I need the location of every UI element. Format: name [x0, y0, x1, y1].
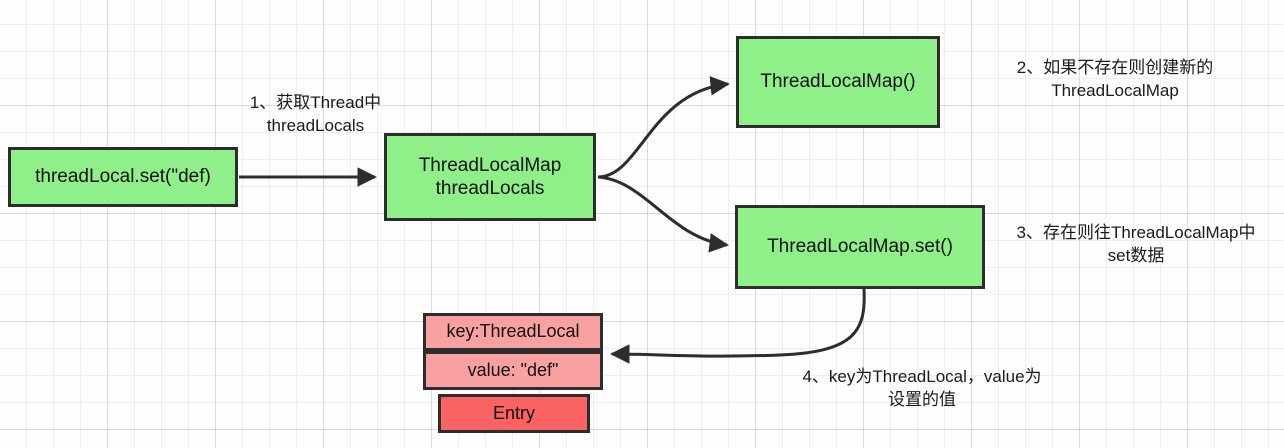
connector-threadlocals-to-set — [597, 175, 729, 253]
entry-value-cell[interactable]: value: "def" — [423, 351, 603, 390]
entry-label-cell[interactable]: Entry — [438, 394, 590, 433]
label-step-4: 4、key为ThreadLocal，value为 设置的值 — [802, 367, 1042, 409]
label-step-1: 1、获取Thread中 threadLocals — [249, 93, 382, 135]
connector-threadlocals-to-ctor — [597, 76, 730, 179]
node-threadlocal-set[interactable]: threadLocal.set("def) — [8, 147, 238, 207]
label-step-3: 3、存在则往ThreadLocalMap中 set数据 — [1016, 223, 1256, 265]
label-step-2: 2、如果不存在则创建新的 ThreadLocalMap — [1016, 58, 1214, 100]
node-threadlocalmap-threadlocals[interactable]: ThreadLocalMap threadLocals — [384, 133, 596, 221]
entry-key-cell[interactable]: key:ThreadLocal — [423, 313, 603, 351]
connector-set-to-entry — [610, 288, 866, 364]
node-threadlocalmap-set[interactable]: ThreadLocalMap.set() — [735, 205, 985, 289]
node-threadlocalmap-constructor[interactable]: ThreadLocalMap() — [736, 36, 940, 128]
